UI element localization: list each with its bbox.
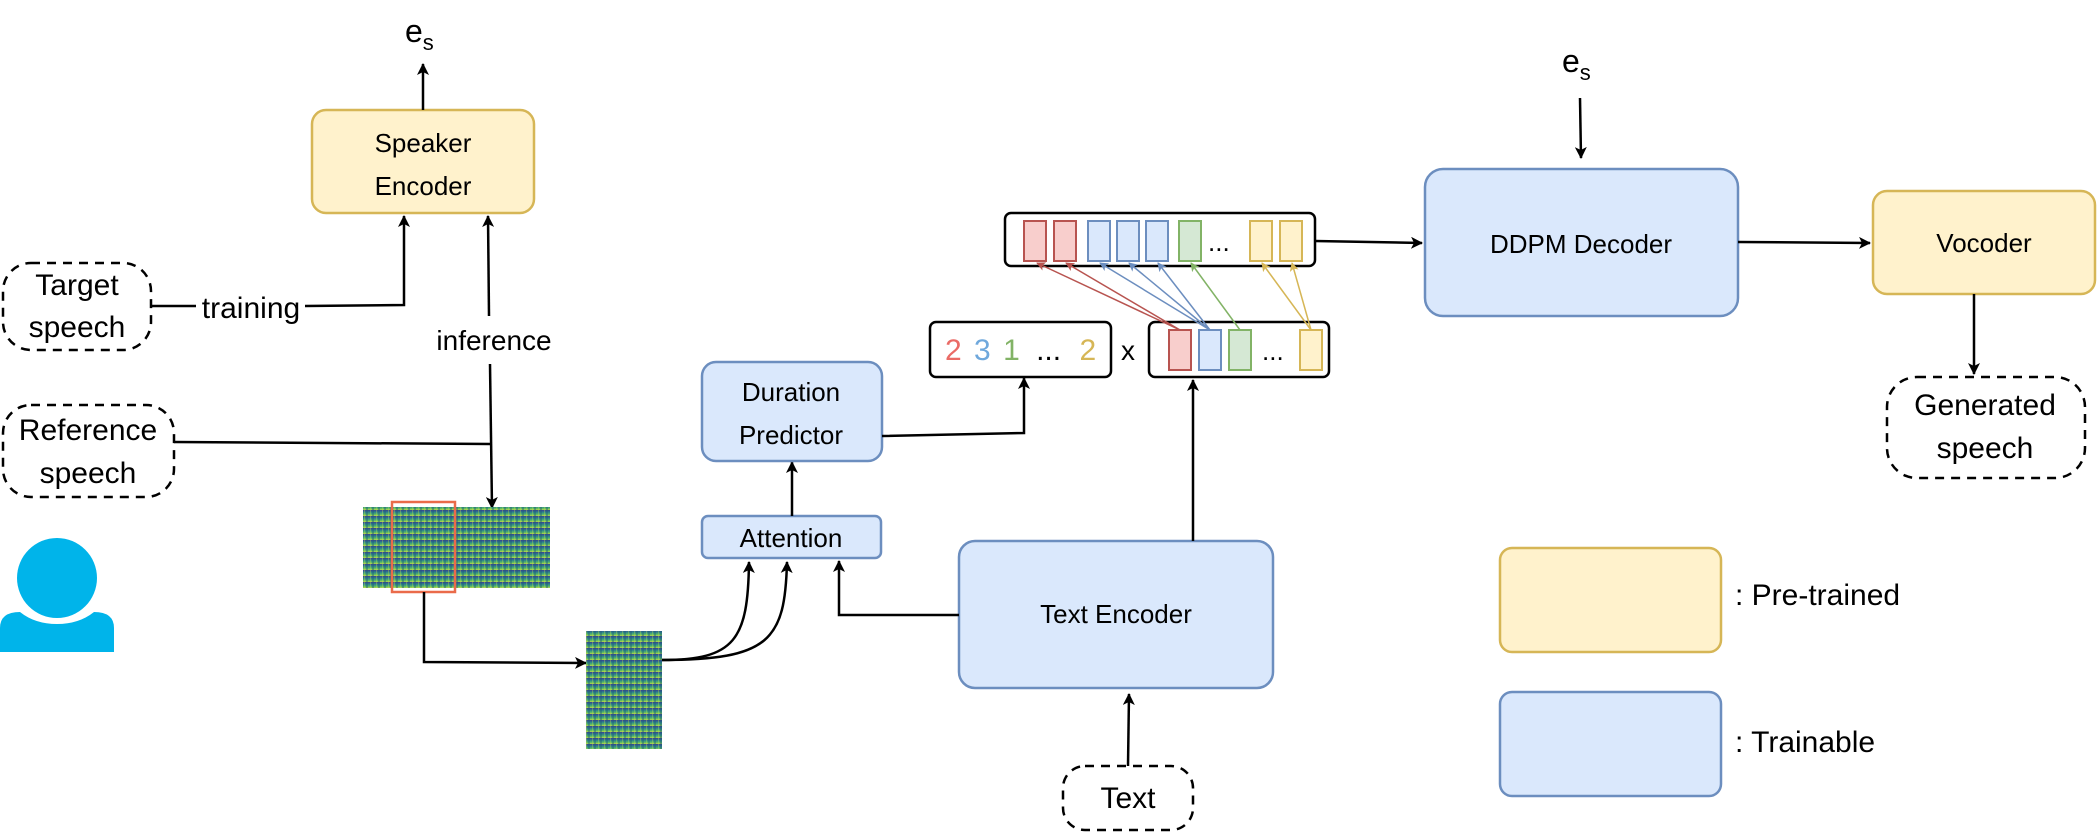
text-encoder-box: Text Encoder bbox=[957, 539, 1275, 690]
reference-spectrogram-image bbox=[363, 500, 550, 594]
ddpm-decoder-box: DDPM Decoder bbox=[1423, 167, 1740, 318]
duration-to-values-arrow bbox=[881, 377, 1030, 438]
hidden-sequence-box: ... bbox=[1147, 320, 1331, 379]
hidden-token-1 bbox=[1168, 329, 1192, 371]
duration-values: 2 3 1 ... 2 bbox=[945, 334, 1096, 367]
multiply-sign: x bbox=[1121, 335, 1135, 366]
duration-ellipsis: ... bbox=[1036, 334, 1061, 367]
attention-label: Attention bbox=[740, 523, 843, 553]
length-regulation-arrows bbox=[1036, 262, 1312, 331]
text-input-label: Text bbox=[1100, 782, 1156, 815]
text-to-encoder-arrow bbox=[1122, 693, 1135, 767]
durations-box: 2 3 1 ... 2 bbox=[928, 320, 1113, 379]
vocoder-box: Vocoder bbox=[1871, 189, 2097, 296]
legend: : Pre-trained : Trainable bbox=[1498, 546, 1900, 798]
text-input-node: Text bbox=[1061, 764, 1195, 832]
legend-trainable-swatch bbox=[1498, 690, 1723, 798]
vocoder-label: Vocoder bbox=[1936, 228, 2032, 258]
spectrogram-to-attention-arrow-1 bbox=[661, 561, 755, 662]
duration-value-last: 2 bbox=[1079, 334, 1096, 367]
expanded-ellipsis: ... bbox=[1208, 227, 1230, 257]
speaker-embedding-decoder-input: es bbox=[1562, 43, 1591, 85]
attention-box: Attention bbox=[700, 514, 883, 560]
speaker-embedding-output: es bbox=[405, 13, 434, 55]
legend-pretrained: : Pre-trained bbox=[1498, 546, 1900, 654]
ddpm-decoder-label: DDPM Decoder bbox=[1490, 229, 1672, 259]
crop-arrow bbox=[422, 592, 587, 669]
svg-text:es: es bbox=[405, 13, 434, 55]
legend-pretrained-label: : Pre-trained bbox=[1735, 579, 1900, 612]
embedding-to-decoder-arrow bbox=[1574, 97, 1587, 159]
inference-label: inference bbox=[436, 325, 551, 356]
user-icon bbox=[0, 538, 114, 652]
training-arrow bbox=[304, 215, 410, 308]
expanded-to-decoder-arrow bbox=[1314, 236, 1423, 249]
svg-text:es: es bbox=[1562, 43, 1591, 85]
hidden-token-2 bbox=[1198, 329, 1222, 371]
inference-to-encoder-arrow bbox=[482, 215, 495, 317]
hidden-ellipsis: ... bbox=[1262, 336, 1284, 366]
decoder-to-vocoder-arrow bbox=[1737, 236, 1871, 249]
duration-value-1: 2 bbox=[945, 334, 962, 367]
text-encoder-to-attention-arrow bbox=[833, 560, 959, 617]
legend-pretrained-swatch bbox=[1498, 546, 1723, 654]
duration-value-3: 1 bbox=[1003, 334, 1020, 367]
text-encoder-label: Text Encoder bbox=[1040, 599, 1192, 629]
expanded-sequence-box: ... bbox=[1003, 211, 1317, 268]
spectrogram-to-attention-arrow-2 bbox=[661, 561, 793, 662]
training-label: training bbox=[202, 292, 300, 325]
cropped-spectrogram-image bbox=[586, 631, 662, 749]
legend-trainable-label: : Trainable bbox=[1735, 726, 1875, 759]
hidden-token-last bbox=[1299, 329, 1323, 371]
legend-trainable: : Trainable bbox=[1498, 690, 1875, 798]
inference-to-spectrogram-arrow bbox=[485, 363, 498, 509]
duration-value-2: 3 bbox=[974, 334, 991, 367]
hidden-token-3 bbox=[1228, 329, 1252, 371]
